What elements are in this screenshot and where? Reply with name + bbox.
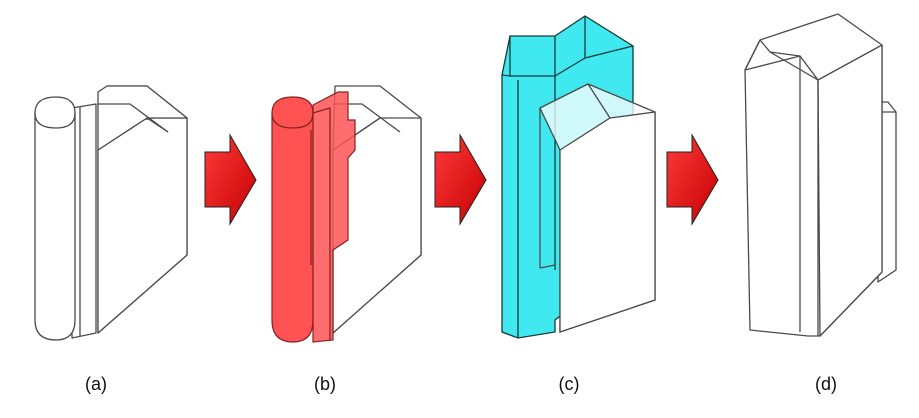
panel-label-c: (c) — [558, 374, 580, 394]
panel-c-shape — [501, 15, 656, 339]
panel-b-shape — [271, 85, 422, 343]
highlight-region-b — [271, 96, 314, 343]
panel-d-shape — [744, 13, 897, 337]
panel-label-a: (a) — [85, 374, 107, 394]
arrow-1-icon — [204, 133, 257, 226]
arrow-2-icon — [434, 133, 487, 226]
panel-a-shape — [34, 85, 188, 341]
arrow-3-icon — [666, 133, 719, 226]
panel-label-b: (b) — [314, 374, 336, 394]
panel-label-d: (d) — [815, 374, 837, 394]
